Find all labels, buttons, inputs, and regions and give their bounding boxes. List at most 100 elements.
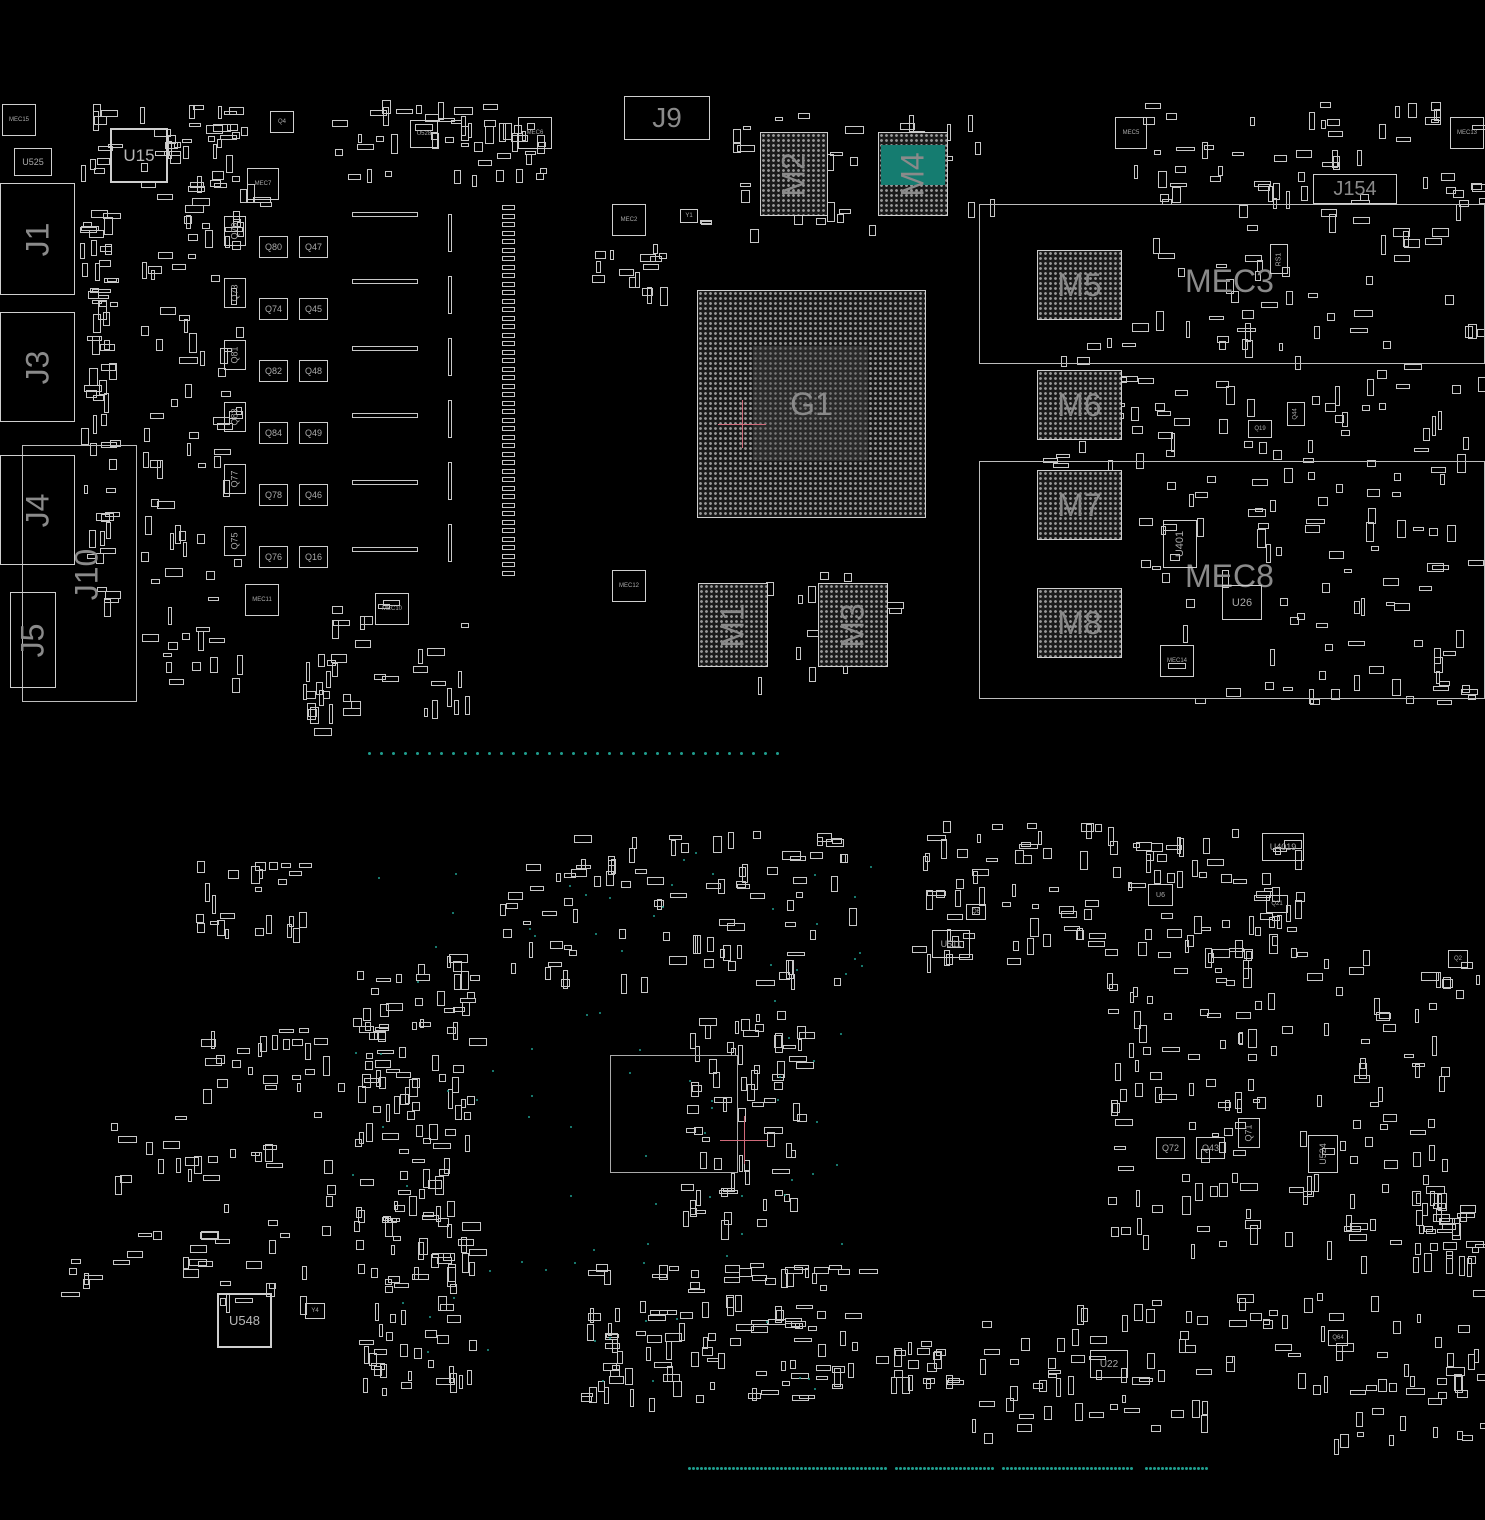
ic-u401[interactable]: U401 bbox=[1163, 520, 1197, 568]
smd-pad bbox=[98, 379, 107, 396]
memory-m7[interactable]: M7 bbox=[1037, 470, 1122, 540]
ic-u26[interactable]: U26 bbox=[1222, 585, 1262, 620]
connector-j10[interactable]: J10 bbox=[22, 445, 137, 702]
net-highlight-dot bbox=[907, 1467, 910, 1470]
gpu-g1[interactable]: G1 bbox=[697, 290, 926, 518]
smd-pad bbox=[363, 1378, 368, 1393]
mosfet-high[interactable]: Q45 bbox=[299, 298, 328, 320]
mosfet-q64[interactable]: Q64 bbox=[1328, 1330, 1348, 1346]
ic-u4019[interactable]: U4019 bbox=[1262, 833, 1304, 861]
mec-11[interactable]: MEC11 bbox=[245, 584, 279, 616]
mec-6[interactable]: MEC6 bbox=[518, 117, 552, 149]
smd-pad bbox=[1120, 1088, 1128, 1102]
smd-pad bbox=[220, 390, 232, 397]
smd-pad bbox=[1110, 1100, 1119, 1117]
crystal-y1[interactable]: Y1 bbox=[680, 209, 698, 223]
net-highlight-dot bbox=[704, 752, 707, 755]
mec-5[interactable]: MEC5 bbox=[1115, 117, 1147, 149]
smd-pad bbox=[467, 991, 476, 1000]
memory-m5[interactable]: M5 bbox=[1037, 250, 1122, 320]
smd-pad bbox=[1196, 1368, 1213, 1375]
mosfet-q43[interactable]: Q43 bbox=[1196, 1137, 1225, 1159]
mosfet-high[interactable]: Q47 bbox=[299, 236, 328, 258]
memory-m6[interactable]: M6 bbox=[1037, 370, 1122, 440]
mosfet-low[interactable]: Q78 bbox=[259, 484, 288, 506]
smd-pad bbox=[1182, 624, 1188, 643]
memory-m3[interactable]: M3 bbox=[818, 583, 888, 667]
connector-j4[interactable]: J4 bbox=[0, 455, 75, 565]
mosfet-q6[interactable]: Q6 bbox=[966, 904, 986, 920]
smd-pad bbox=[1242, 339, 1248, 350]
mosfet-q72[interactable]: Q72 bbox=[1156, 1137, 1185, 1159]
mosfet-vertical[interactable]: Q77 bbox=[224, 464, 246, 494]
mosfet-vertical[interactable]: Q81 bbox=[224, 340, 246, 370]
smd-pad bbox=[1349, 1223, 1369, 1230]
mosfet-low[interactable]: Q82 bbox=[259, 360, 288, 382]
mosfet-q21[interactable]: Q21 bbox=[1266, 895, 1288, 913]
connector-j1[interactable]: J1 bbox=[0, 183, 75, 295]
mec-12[interactable]: MEC12 bbox=[612, 570, 646, 602]
mec-13[interactable]: MEC13 bbox=[1450, 117, 1484, 149]
ic-u511[interactable]: U511 bbox=[932, 930, 970, 958]
smd-pad bbox=[170, 154, 182, 164]
memory-m4[interactable]: M4 bbox=[878, 132, 948, 216]
ic-u22[interactable]: U22 bbox=[1090, 1350, 1128, 1378]
smd-pad bbox=[1365, 522, 1375, 542]
mec-15[interactable]: MEC15 bbox=[2, 104, 36, 136]
memory-m1[interactable]: M1 bbox=[698, 583, 768, 667]
crystal-y4[interactable]: Y4 bbox=[305, 1303, 325, 1319]
mosfet-high[interactable]: Q49 bbox=[299, 422, 328, 444]
mec3-region[interactable]: MEC3 bbox=[979, 204, 1485, 364]
ic-u528[interactable]: U528 bbox=[410, 120, 438, 148]
memory-m2[interactable]: M2 bbox=[760, 132, 828, 216]
mosfet-vertical[interactable]: Q75 bbox=[224, 526, 246, 556]
mec-7[interactable]: MEC7 bbox=[247, 168, 279, 200]
resistor-rs1[interactable]: RS1 bbox=[1270, 244, 1288, 274]
mosfet-q44[interactable]: Q44 bbox=[1287, 402, 1305, 426]
mosfet-q71[interactable]: Q71 bbox=[1238, 1118, 1260, 1148]
smd-pad bbox=[1134, 1059, 1140, 1073]
smd-pad bbox=[231, 677, 240, 693]
smd-pad bbox=[447, 687, 452, 708]
smd-pad bbox=[1270, 649, 1275, 667]
mec-14[interactable]: MEC14 bbox=[1160, 645, 1194, 677]
smd-pad bbox=[183, 318, 189, 333]
smd-pad bbox=[541, 911, 558, 916]
smd-pad bbox=[1467, 1255, 1476, 1264]
net-highlight-dot bbox=[728, 1467, 731, 1470]
connector-j3[interactable]: J3 bbox=[0, 312, 75, 422]
ic-u524[interactable]: U524 bbox=[1308, 1135, 1338, 1173]
smd-pad bbox=[226, 154, 234, 173]
mosfet-high[interactable]: Q16 bbox=[299, 546, 328, 568]
smd-pad bbox=[705, 883, 722, 889]
mosfet-high[interactable]: Q48 bbox=[299, 360, 328, 382]
mosfet-q4[interactable]: Q4 bbox=[270, 111, 294, 133]
connector-j5[interactable]: J5 bbox=[10, 592, 56, 688]
mec-2[interactable]: MEC2 bbox=[612, 204, 646, 236]
ic-u548[interactable]: U548 bbox=[217, 1293, 272, 1348]
component-label: Q82 bbox=[264, 366, 282, 376]
ic-u525[interactable]: U525 bbox=[14, 148, 52, 176]
smd-pad bbox=[588, 1387, 597, 1403]
net-highlight-dot bbox=[446, 1089, 449, 1092]
smd-pad bbox=[181, 138, 193, 144]
mec-10[interactable]: MEC10 bbox=[375, 593, 409, 625]
mosfet-high[interactable]: Q46 bbox=[299, 484, 328, 506]
smd-pad bbox=[214, 1238, 230, 1244]
mosfet-vertical[interactable]: Q83 bbox=[224, 402, 246, 432]
mosfet-low[interactable]: Q84 bbox=[259, 422, 288, 444]
mosfet-q2[interactable]: Q2 bbox=[1448, 950, 1468, 968]
connector-j154[interactable]: J154 bbox=[1313, 174, 1397, 204]
ic-u6[interactable]: U6 bbox=[1148, 884, 1173, 906]
connector-j9[interactable]: J9 bbox=[624, 96, 710, 140]
mosfet-low[interactable]: Q80 bbox=[259, 236, 288, 258]
memory-m8[interactable]: M8 bbox=[1037, 588, 1122, 658]
mosfet-vertical[interactable]: Q73 bbox=[224, 278, 246, 308]
mosfet-vertical[interactable]: Q79 bbox=[224, 216, 246, 246]
ic-u15[interactable]: U15 bbox=[110, 128, 168, 183]
smd-pad bbox=[1439, 473, 1446, 486]
mosfet-low[interactable]: Q76 bbox=[259, 546, 288, 568]
mosfet-low[interactable]: Q74 bbox=[259, 298, 288, 320]
mosfet-q19[interactable]: Q19 bbox=[1248, 420, 1272, 438]
smd-pad bbox=[725, 1294, 734, 1309]
